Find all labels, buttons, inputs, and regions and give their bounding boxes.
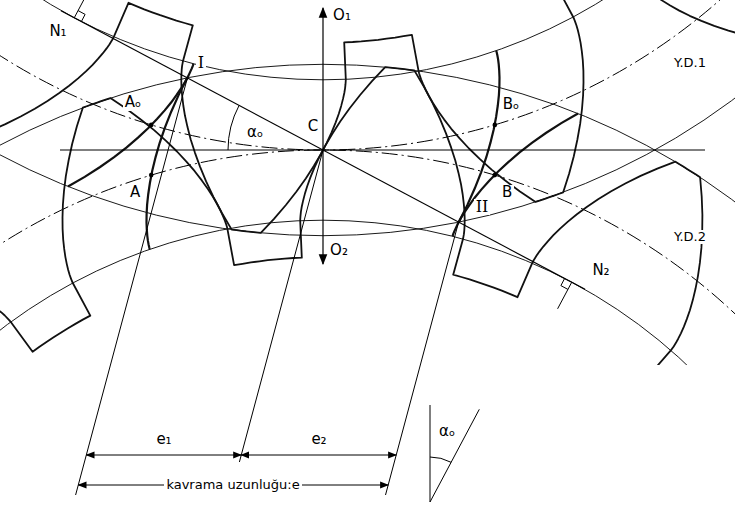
axis-label: O₂ bbox=[328, 243, 350, 259]
circle-label: Y.D.2 bbox=[672, 230, 708, 244]
angle-arc bbox=[430, 457, 451, 462]
angle-label: αₒ bbox=[245, 125, 265, 141]
axis-line bbox=[322, 150, 323, 264]
gear-group bbox=[0, 0, 735, 365]
dimension-label: e₁ bbox=[154, 432, 173, 448]
pitch-point bbox=[493, 123, 498, 128]
dimension-line bbox=[86, 455, 241, 456]
point-label: B bbox=[500, 185, 514, 201]
projection-line bbox=[239, 150, 323, 462]
dimension-label: kavrama uzunluğu:e bbox=[164, 478, 301, 492]
tooth-flank bbox=[459, 51, 500, 223]
radius-line bbox=[558, 282, 572, 309]
gear-outline bbox=[0, 0, 735, 233]
circle-label: Y.D.1 bbox=[672, 56, 708, 70]
base-circle bbox=[0, 0, 735, 80]
tip-circle bbox=[0, 0, 735, 236]
pitch-point bbox=[149, 123, 154, 128]
pitch-tangent-line bbox=[60, 150, 705, 151]
pitch-circle bbox=[0, 0, 735, 150]
lower-gear bbox=[0, 67, 735, 365]
point-label: A bbox=[128, 185, 142, 201]
point-label: I bbox=[196, 55, 206, 72]
axis-label: O₁ bbox=[331, 8, 353, 24]
point-label: Bₒ bbox=[501, 97, 522, 113]
pitch-circle bbox=[0, 150, 735, 365]
right-angle-mark bbox=[78, 11, 85, 22]
line-of-action bbox=[61, 11, 585, 290]
point-label: Aₒ bbox=[123, 95, 143, 111]
point-label: N₂ bbox=[590, 263, 611, 279]
point-label: II bbox=[474, 199, 491, 216]
axis-line bbox=[322, 8, 323, 150]
tip-circle bbox=[0, 64, 735, 365]
right-angle-mark bbox=[561, 279, 568, 290]
projection-line bbox=[76, 78, 188, 495]
projection-line bbox=[386, 222, 459, 495]
pitch-point bbox=[493, 173, 498, 178]
reference-line bbox=[430, 405, 431, 502]
upper-gear bbox=[0, 0, 735, 233]
dimension-line bbox=[241, 455, 396, 456]
point-label: N₁ bbox=[47, 24, 68, 40]
reference-line bbox=[430, 409, 479, 502]
dimension-label: e₂ bbox=[309, 432, 328, 448]
pitch-point bbox=[149, 173, 154, 178]
angle-label: αₒ bbox=[437, 424, 457, 440]
angle-arc bbox=[228, 105, 239, 150]
radius-line bbox=[74, 0, 83, 18]
base-circle bbox=[0, 220, 735, 365]
point-label: C bbox=[306, 119, 320, 135]
